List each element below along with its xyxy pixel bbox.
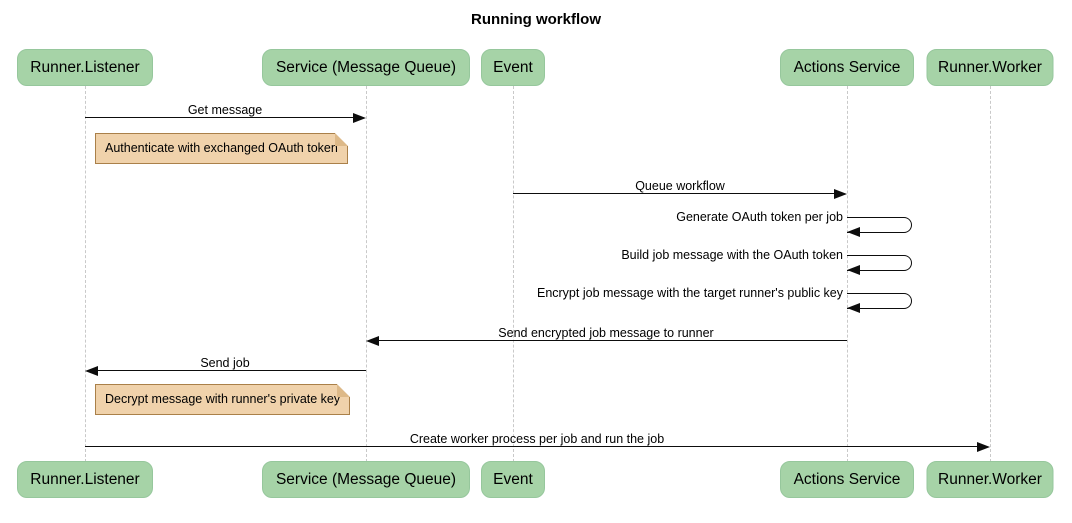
message-get-message-line — [85, 117, 354, 119]
participant-event-top: Event — [481, 49, 545, 86]
message-send-job-label: Send job — [200, 356, 250, 370]
message-build-job-label: Build job message with the OAuth token — [621, 248, 843, 262]
note-authenticate-label: Authenticate with exchanged OAuth token — [105, 141, 338, 155]
message-create-worker-line — [85, 446, 977, 448]
note-decrypt: Decrypt message with runner's private ke… — [95, 384, 351, 415]
message-get-message-label: Get message — [187, 103, 263, 117]
participant-runner-worker-bottom: Runner.Worker — [926, 461, 1054, 498]
note-fold-icon — [337, 384, 351, 397]
message-send-encrypted-line — [379, 340, 847, 342]
lifeline-runner-listener — [85, 86, 86, 462]
arrowhead-left-icon — [847, 265, 860, 275]
note-decrypt-label: Decrypt message with runner's private ke… — [105, 392, 341, 406]
participant-actions-service-bottom: Actions Service — [780, 461, 914, 498]
arrowhead-right-icon — [353, 113, 366, 123]
participant-runner-worker-top: Runner.Worker — [926, 49, 1054, 86]
lifeline-event — [513, 86, 514, 462]
message-generate-oauth-label: Generate OAuth token per job — [676, 210, 843, 224]
arrowhead-left-icon — [847, 303, 860, 313]
participant-service-message-queue-top: Service (Message Queue) — [262, 49, 470, 86]
participant-runner-listener-bottom: Runner.Listener — [17, 461, 153, 498]
arrowhead-left-icon — [366, 336, 379, 346]
note-authenticate: Authenticate with exchanged OAuth token — [95, 133, 348, 164]
diagram-title: Running workflow — [471, 11, 601, 28]
message-create-worker-label: Create worker process per job and run th… — [409, 432, 665, 446]
arrowhead-right-icon — [834, 189, 847, 199]
self-loop-encrypt-job — [847, 293, 912, 309]
arrowhead-left-icon — [85, 366, 98, 376]
message-send-encrypted-label: Send encrypted job message to runner — [498, 326, 714, 340]
participant-actions-service-top: Actions Service — [780, 49, 914, 86]
lifeline-runner-worker — [990, 86, 991, 462]
participant-service-message-queue-bottom: Service (Message Queue) — [262, 461, 470, 498]
participant-runner-listener-top: Runner.Listener — [17, 49, 153, 86]
participant-event-bottom: Event — [481, 461, 545, 498]
note-fold-icon — [334, 133, 348, 146]
message-send-job-line — [98, 370, 366, 372]
lifeline-service-message-queue — [366, 86, 367, 462]
message-queue-workflow-line — [513, 193, 834, 195]
message-encrypt-job-label: Encrypt job message with the target runn… — [536, 286, 843, 300]
self-loop-generate-oauth — [847, 217, 912, 233]
arrowhead-right-icon — [977, 442, 990, 452]
message-queue-workflow-label: Queue workflow — [635, 179, 725, 193]
self-loop-build-job — [847, 255, 912, 271]
arrowhead-left-icon — [847, 227, 860, 237]
